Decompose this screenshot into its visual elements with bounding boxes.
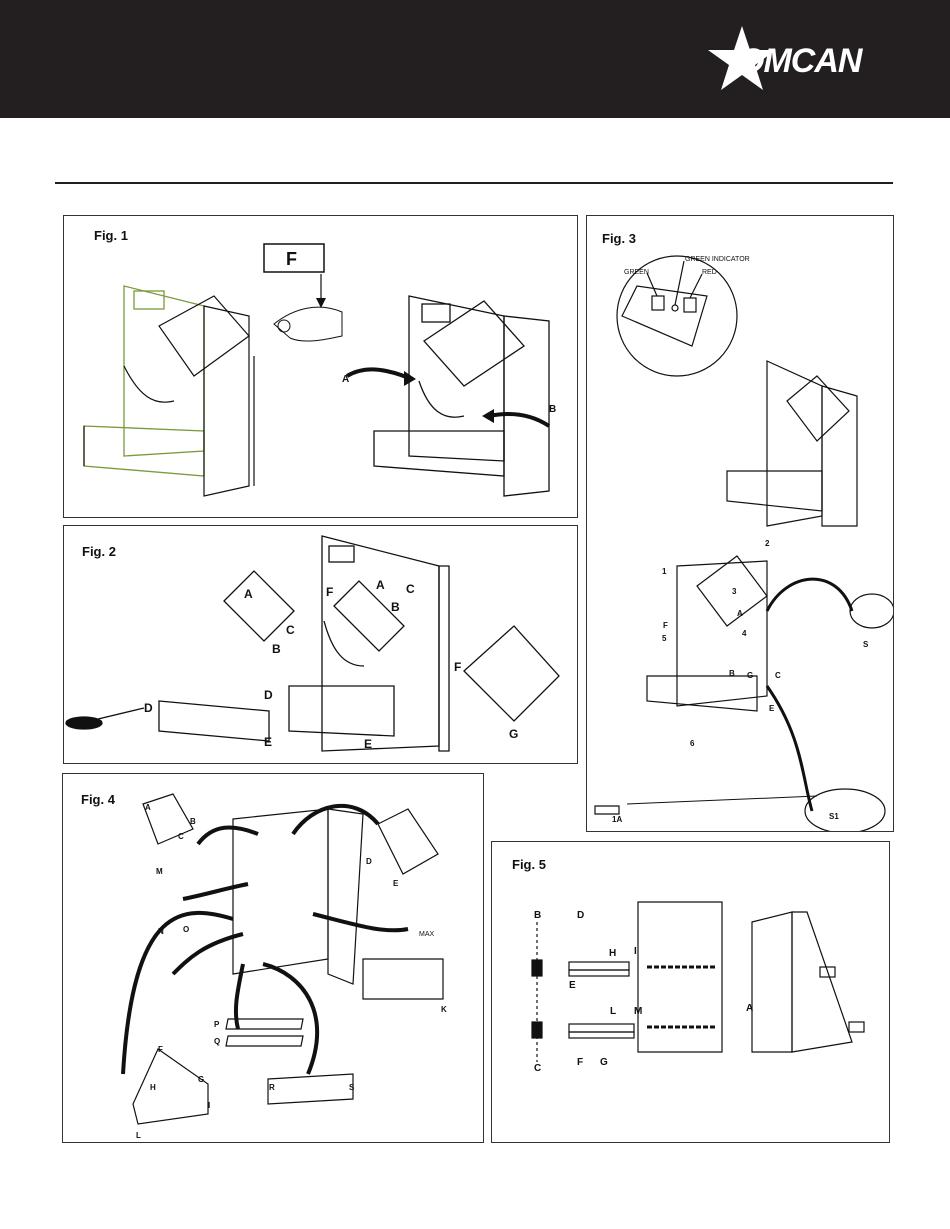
fig3-label-1a: 1A (612, 815, 622, 824)
fig4-label-g: G (198, 1075, 204, 1084)
fig1-label-b: B (549, 404, 556, 415)
fig4-label-c: C (178, 832, 184, 841)
fig3-label-e: E (769, 704, 775, 713)
figure-2-panel: Fig. 2 A A B B C C D D E E F (63, 525, 578, 764)
fig3-label-c: C (775, 671, 781, 680)
fig2-label-f1: F (326, 585, 333, 599)
fig5-label-f: F (577, 1057, 583, 1068)
fig4-label-l: L (136, 1131, 141, 1140)
fig3-label-1: 1 (662, 567, 667, 576)
fig5-label-m: M (634, 1006, 642, 1017)
figure-5-panel: Fig. 5 B D H I E L M C F G A (491, 841, 890, 1143)
fig4-max-label: MAX (419, 931, 435, 938)
fig5-label-a: A (746, 1003, 753, 1014)
fig4-label-h: H (150, 1083, 156, 1092)
fig4-label-q: Q (214, 1037, 220, 1046)
fig3-label-5: 5 (662, 634, 667, 643)
fig3-label-4: 4 (742, 629, 747, 638)
figure-1-panel: Fig. 1 F (63, 215, 578, 518)
fig3-label-a: A (737, 609, 743, 618)
fig2-label-c2: C (406, 582, 415, 596)
fig3-green-indicator-label: GREEN INDICATOR (685, 256, 750, 263)
figure-1-drawing: F A (64, 216, 577, 517)
fig3-green-label: GREEN (624, 269, 649, 276)
fig1-label-a: A (342, 374, 349, 385)
fig3-label-g: G (747, 671, 753, 680)
omcan-logo: OMCAN (708, 26, 898, 96)
fig4-label-i: I (208, 1101, 210, 1110)
fig4-label-k: K (441, 1005, 447, 1014)
logo-wordmark: OMCAN (738, 42, 861, 81)
fig4-label-p: P (214, 1020, 220, 1029)
fig4-label-d: D (366, 857, 372, 866)
fig5-label-h: H (609, 948, 616, 959)
page-header: OMCAN (0, 0, 950, 118)
fig3-label-2: 2 (765, 539, 770, 548)
fig2-label-b2: B (391, 600, 400, 614)
fig2-label-d1: D (144, 701, 153, 715)
fig4-label-o: O (183, 925, 189, 934)
fig2-label-g: G (509, 727, 518, 741)
fig2-label-a2: A (376, 578, 385, 592)
fig4-label-m: M (156, 867, 163, 876)
fig2-label-c1: C (286, 623, 295, 637)
fig3-label-f: F (663, 621, 668, 630)
figure-4-drawing: MAX A B C D E F G H I K L M N O P Q R S (63, 774, 483, 1142)
fig4-label-f: F (158, 1045, 163, 1054)
fig5-label-d: D (577, 910, 584, 921)
fig5-label-c: C (534, 1063, 541, 1074)
fig3-label-s: S (863, 640, 869, 649)
fig3-label-b: B (729, 669, 735, 678)
fig5-label-g: G (600, 1057, 608, 1068)
fig4-label-n: N (158, 927, 164, 936)
fig5-label-e: E (569, 980, 576, 991)
figure-3-panel: Fig. 3 GREEN GREEN (586, 215, 894, 832)
fig4-label-b: B (190, 817, 196, 826)
fig4-label-r: R (269, 1083, 275, 1092)
figure-3-drawing: GREEN GREEN INDICATOR RED 1 2 3 4 5 6 A … (587, 216, 893, 831)
fig2-label-e2: E (364, 737, 372, 751)
section-divider (55, 182, 893, 184)
fig2-label-d2: D (264, 688, 273, 702)
fig2-label-b1: B (272, 642, 281, 656)
fig2-label-a1: A (244, 587, 253, 601)
fig4-label-e: E (393, 879, 399, 888)
figure-5-drawing: B D H I E L M C F G A (492, 842, 889, 1142)
fig3-label-3: 3 (732, 587, 737, 596)
fig5-label-b: B (534, 910, 541, 921)
fig4-label-s: S (349, 1083, 355, 1092)
fig2-label-e1: E (264, 735, 272, 749)
fig3-red-label: RED (702, 269, 717, 276)
figure-4-panel: Fig. 4 MAX A B C D E F G H I (62, 773, 484, 1143)
callout-f-label: F (286, 249, 297, 269)
fig3-label-s1: S1 (829, 812, 839, 821)
fig3-label-6: 6 (690, 739, 695, 748)
fig2-label-f2: F (454, 660, 461, 674)
fig5-label-l: L (610, 1006, 616, 1017)
fig5-label-i: I (634, 946, 637, 957)
figure-2-drawing: A A B B C C D D E E F F G (64, 526, 577, 763)
fig4-label-a: A (145, 803, 151, 812)
